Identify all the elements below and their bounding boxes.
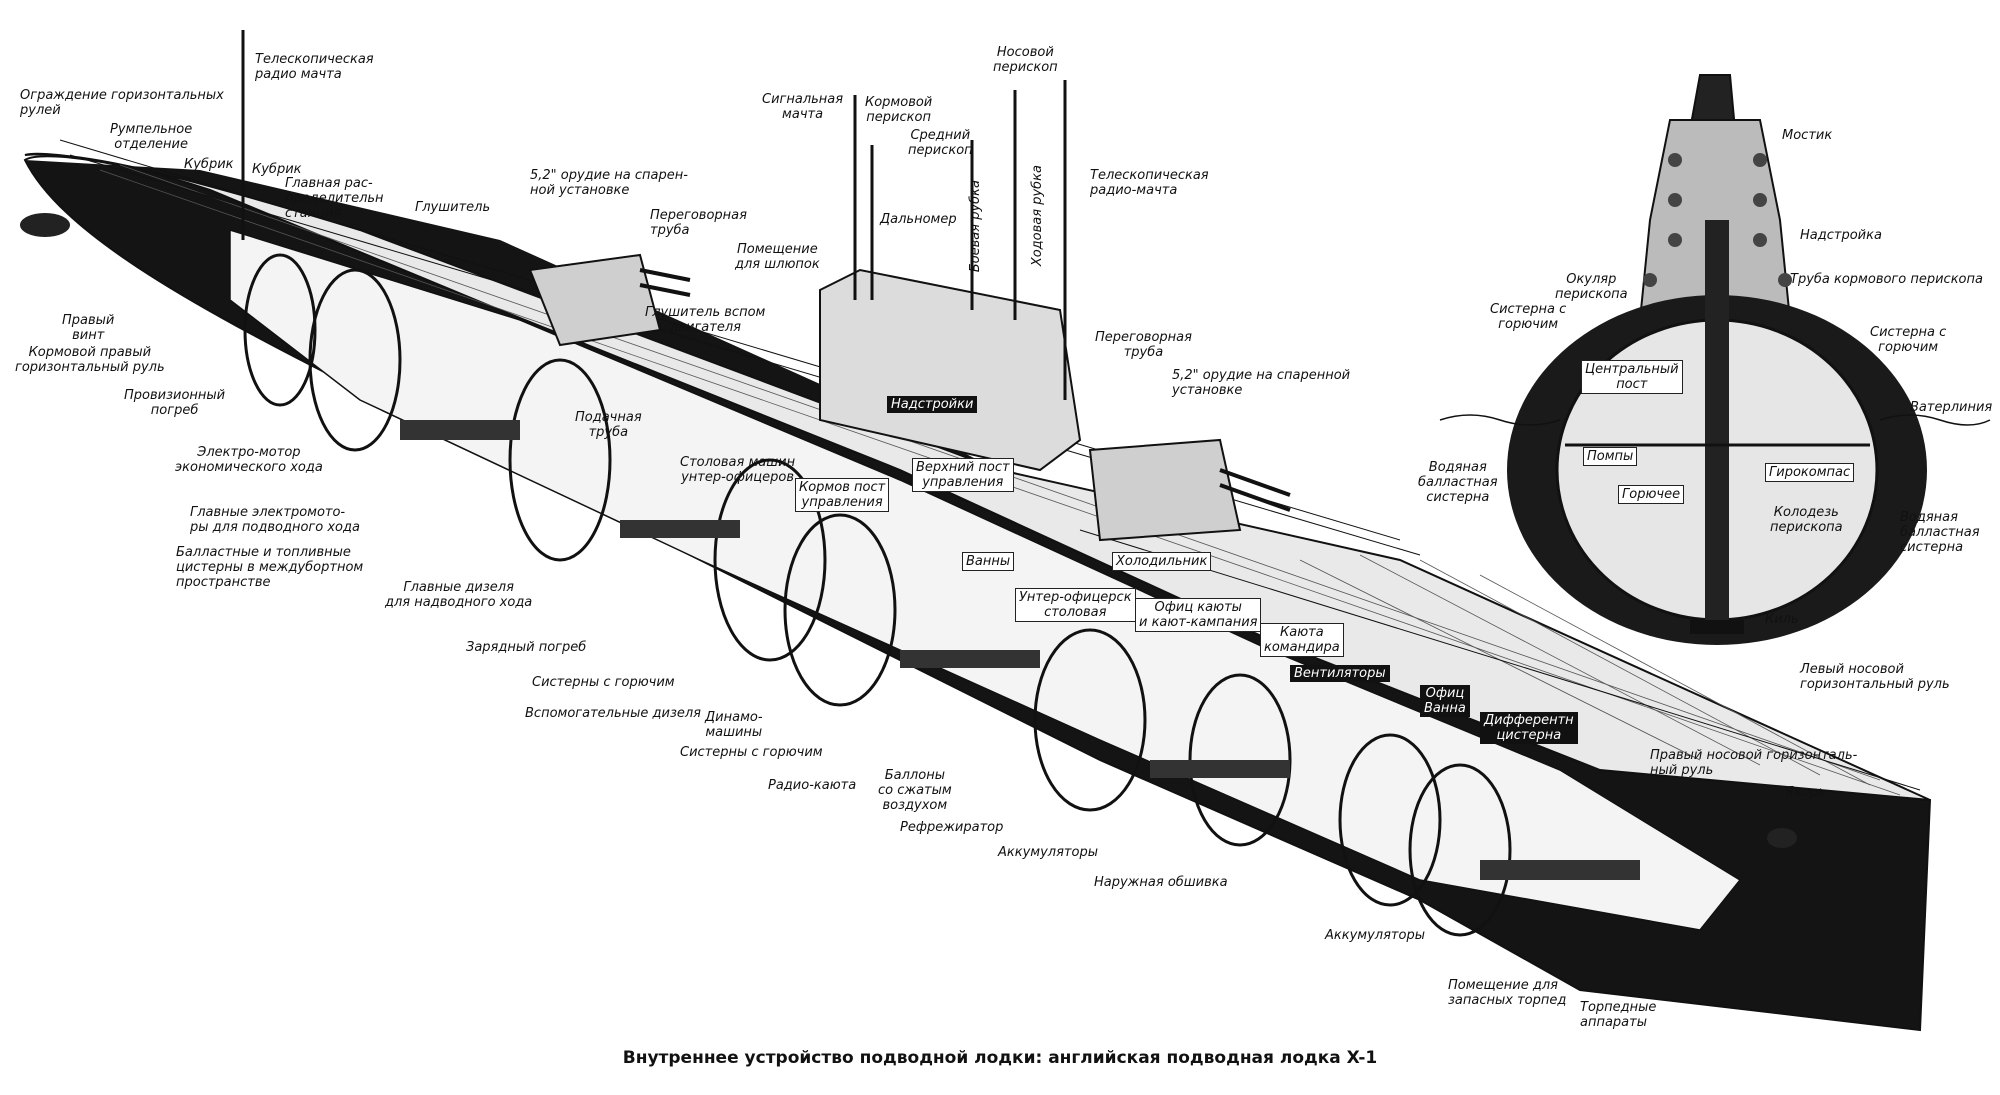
label-bow-periscope: Носовой перископ (993, 45, 1058, 75)
label-refrigerator: Рефрежиратор (900, 820, 1004, 835)
label-refrigerator-box: Холодильник (1112, 552, 1212, 571)
label-bridge: Мостик (1782, 128, 1833, 143)
cross-section-diagram (1439, 74, 1991, 645)
label-fuel-tanks-1: Систерны с горючим (532, 675, 675, 690)
aft-gun-barrel (639, 268, 691, 282)
label-keel: Киль (1765, 612, 1799, 627)
label-fore-twin-gun: 5,2" орудие на спаренной установке (1172, 368, 1351, 398)
label-middle-periscope: Средний перископ (908, 128, 973, 158)
label-fuel-tank-port: Систерна с горючим (1490, 302, 1567, 332)
hull-cutaway-interior (229, 228, 1742, 931)
cross-section-waterline (1439, 414, 1991, 426)
label-baths: Ванны (962, 552, 1015, 571)
label-spare-torpedo-room: Помещение для запасных торпед (1448, 978, 1567, 1008)
label-voice-tube-aft: Переговорная труба (650, 208, 747, 238)
label-compressed-air-bottles: Баллоны со сжатым воздухом (878, 768, 952, 813)
label-aft-starboard-horizontal-rudder: Кормовой правый горизонтальный руль (15, 345, 165, 375)
cross-section-rivets (1643, 153, 1792, 287)
label-ballast-fuel-tanks: Балластные и топливные цистерны в междуб… (176, 545, 364, 590)
label-boat-storage: Помещение для шлюпок (735, 242, 820, 272)
masts (241, 30, 1067, 400)
label-superstructure-section: Надстройка (1800, 228, 1882, 243)
label-nco-mess: Унтер-офицерск столовая (1015, 588, 1136, 622)
label-tiller-compartment: Румпельное отделение (110, 122, 193, 152)
label-aft-periscope: Кормовой перископ (865, 95, 933, 125)
label-starboard-bow-horizontal-rudder: Правый носовой горизонталь- ный руль (1650, 748, 1858, 778)
label-dynamos: Динамо- машины (705, 710, 763, 740)
label-crew-quarters-1: Кубрик (184, 157, 234, 172)
label-main-distribution-station: Главная рас- пределительн станция (285, 176, 384, 221)
label-central-post: Центральный пост (1581, 360, 1683, 394)
aft-gun-barrel-2 (639, 283, 691, 297)
label-main-submerged-motors: Главные электромото- ры для подводного х… (190, 505, 360, 535)
label-engine-nco-mess: Столовая машин унтер-офицеров (680, 455, 796, 485)
label-rangefinder: Дальномер (880, 212, 957, 227)
label-crew-quarters-2: Кубрик (252, 162, 302, 177)
fore-gun-barrel (1219, 468, 1291, 497)
stern-propeller (20, 213, 70, 237)
label-auxiliary-engine-muffler: Глушитель вспом двигателя (645, 305, 766, 335)
label-outer-plating: Наружная обшивка (1094, 875, 1228, 890)
label-feed-tube: Подачная труба (575, 410, 642, 440)
fore-gun-turret (1088, 438, 1242, 542)
label-aft-control-post: Кормов пост управления (795, 478, 890, 512)
cross-section-keel (1690, 620, 1744, 634)
superstructure (20, 30, 1797, 848)
label-ventilators: Вентиляторы (1290, 665, 1390, 682)
label-main-surface-diesels: Главные дизеля для надводного хода (385, 580, 533, 610)
label-fuel: Горючее (1618, 485, 1685, 504)
label-fuel-tanks-2: Систерны с горючим (680, 745, 823, 760)
diagram-caption: Внутреннее устройство подводной лодки: а… (622, 1048, 1378, 1068)
label-navigation-cabin: Ходовая рубка (1030, 165, 1045, 267)
label-starboard-propeller: Правый винт (62, 313, 115, 343)
cross-section-periscope-well (1705, 220, 1729, 630)
label-water-ballast-tank-starboard: Водяная балластная систерна (1900, 510, 1980, 555)
label-aft-periscope-tube: Труба кормового перископа (1790, 272, 1983, 287)
label-batteries-2: Аккумуляторы (1325, 928, 1425, 943)
label-economy-electric-motor: Электро-мотор экономического хода (175, 445, 323, 475)
label-voice-tube-fore: Переговорная труба (1095, 330, 1192, 360)
label-magazine: Зарядный погреб (466, 640, 587, 655)
label-torpedo-tubes: Торпедные аппараты (1580, 1000, 1657, 1030)
label-muffler-aft: Глушитель (415, 200, 491, 215)
label-provision-store: Провизионный погреб (124, 388, 226, 418)
label-waterline: Ватерлиния (1910, 400, 1993, 415)
label-battle-cabin: Боевая рубка (968, 180, 983, 273)
label-pumps: Помпы (1583, 447, 1638, 466)
label-gyrocompass: Гирокомпас (1765, 463, 1855, 482)
label-trim-tank: Дифферентн цистерна (1480, 712, 1578, 744)
label-telescopic-radio-mast-aft: Телескопическая радио мачта (255, 52, 374, 82)
bow-anchor (1767, 828, 1797, 848)
fore-gun-barrel-2 (1219, 483, 1291, 512)
label-officer-cabins-wardroom: Офиц каюты и кают-кампания (1135, 598, 1262, 632)
label-auxiliary-diesels: Вспомогательные дизеля (525, 706, 701, 721)
label-upper-control-post: Верхний пост управления (912, 458, 1014, 492)
label-telescopic-radio-mast-fore: Телескопическая радио-мачта (1090, 168, 1209, 198)
aft-gun-turret (528, 253, 662, 347)
label-water-ballast-tank-port: Водяная балластная систерна (1418, 460, 1498, 505)
label-aft-twin-gun: 5,2" орудие на спарен- ной установке (530, 168, 688, 198)
label-fuel-tank-starboard: Систерна с горючим (1870, 325, 1947, 355)
label-officer-bath: Офиц Ванна (1420, 685, 1470, 717)
label-periscope-eyepiece: Окуляр перископа (1555, 272, 1628, 302)
label-commander-cabin: Каюта командира (1260, 623, 1344, 657)
label-batteries-1: Аккумуляторы (998, 845, 1098, 860)
label-radio-cabin: Радио-каюта (768, 778, 857, 793)
label-superstructures: Надстройки (887, 396, 978, 413)
label-port-bow-horizontal-rudder: Левый носовой горизонтальный руль (1800, 662, 1950, 692)
label-horizontal-rudder-guard: Ограждение горизонтальных рулей (20, 88, 224, 118)
label-anchor: Якорь (1785, 785, 1826, 800)
label-signal-mast: Сигнальная мачта (762, 92, 844, 122)
label-periscope-well: Колодезь перископа (1770, 505, 1843, 535)
machinery-detail (400, 420, 1640, 880)
